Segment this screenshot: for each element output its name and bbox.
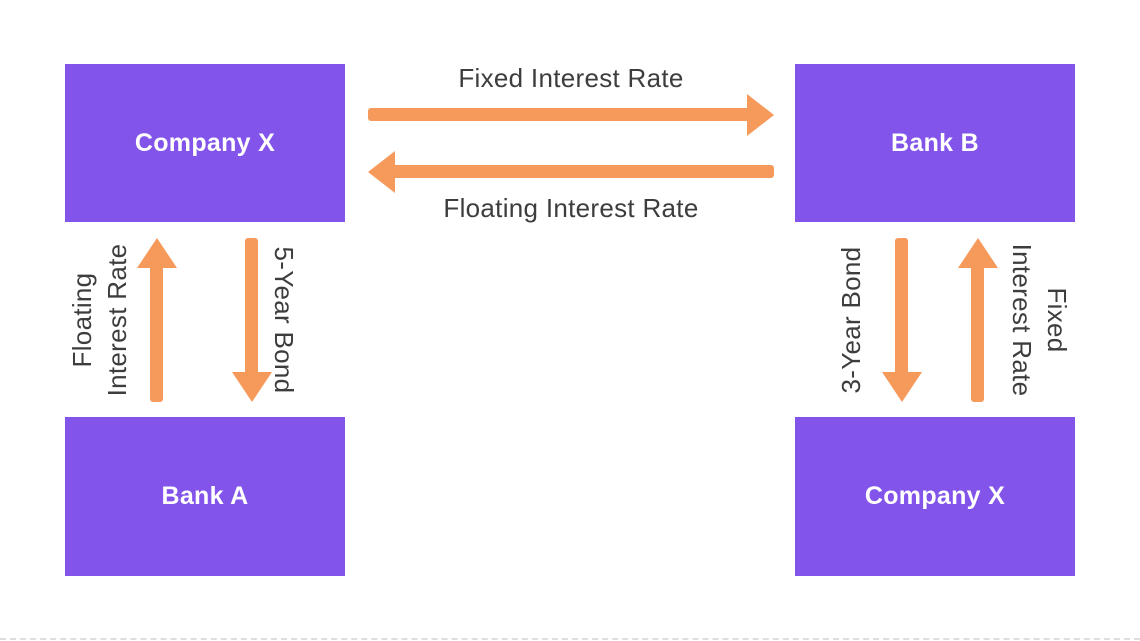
arrow-shaft xyxy=(368,108,752,121)
arrow-head xyxy=(232,372,272,402)
arrow-shaft xyxy=(390,165,774,178)
arrow-shaft xyxy=(895,238,908,376)
floating-interest-rate-label: Floating Interest Rate xyxy=(443,193,699,223)
box-company-x-bottom-label: Company X xyxy=(864,482,1006,510)
arrow-shaft xyxy=(150,264,163,402)
arrow-head xyxy=(882,372,922,402)
arrow-head xyxy=(368,151,395,193)
arrow-shaft xyxy=(245,238,258,376)
box-bank-a: Bank A xyxy=(65,417,345,576)
box-bank-b-label: Bank B xyxy=(891,128,979,157)
arrow-head xyxy=(747,94,774,136)
five-year-bond-label: 5-Year Bond xyxy=(269,246,299,394)
arrow-down-icon xyxy=(882,238,922,402)
box-company-x-top: Company X xyxy=(65,64,345,222)
arrow-right-icon xyxy=(368,94,774,136)
arrow-head xyxy=(958,238,998,268)
box-bank-b: Bank B xyxy=(795,64,1075,222)
arrow-shaft xyxy=(971,264,984,402)
arrow-up-icon xyxy=(958,238,998,402)
bottom-hairline xyxy=(0,638,1140,640)
box-company-x-top-label: Company X xyxy=(134,128,276,157)
floating-interest-rate-vertical-label: Floating Interest Rate xyxy=(67,243,132,397)
arrow-head xyxy=(137,238,177,268)
arrow-left-icon xyxy=(368,151,774,193)
three-year-bond-label: 3-Year Bond xyxy=(836,246,866,394)
fixed-interest-rate-label: Fixed Interest Rate xyxy=(458,63,684,93)
arrow-up-icon xyxy=(137,238,177,402)
fixed-interest-rate-vertical-label: Fixed Interest Rate xyxy=(1007,243,1072,397)
box-company-x-bottom: Company X xyxy=(795,417,1075,576)
arrow-down-icon xyxy=(232,238,272,402)
box-bank-a-label: Bank A xyxy=(161,482,249,510)
